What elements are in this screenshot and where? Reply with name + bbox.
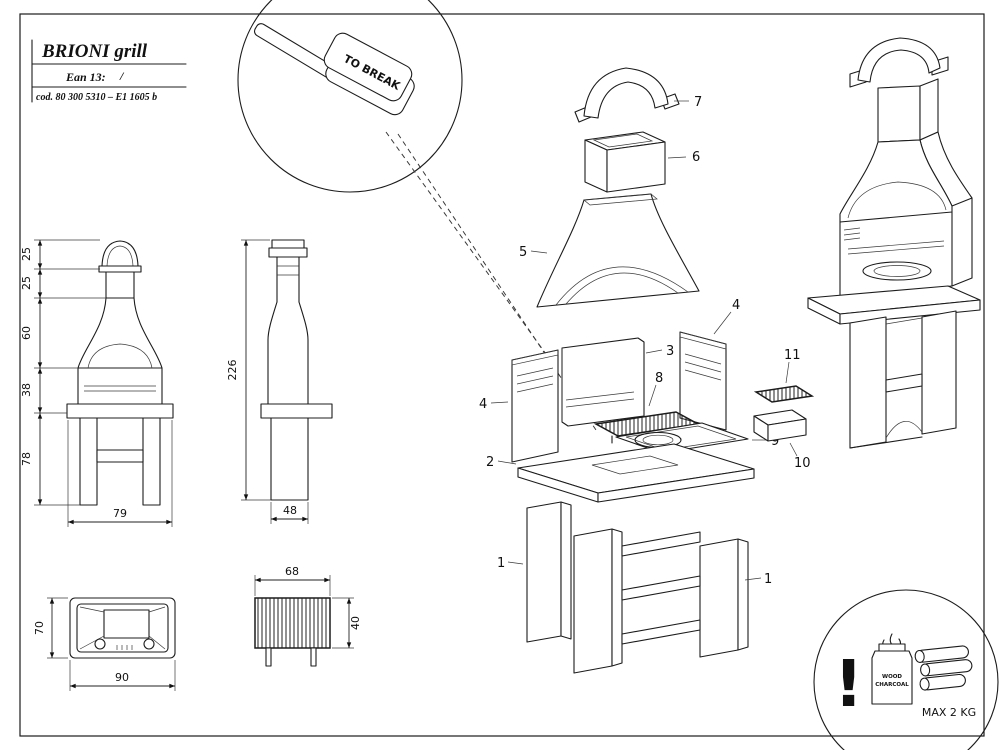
- dimension-label: 48: [283, 504, 297, 517]
- assembled-chimney: [877, 78, 939, 143]
- dimension-label: 90: [115, 671, 129, 684]
- leader-line-3: [645, 349, 663, 354]
- dimension-label: 70: [33, 621, 46, 635]
- part-1-base-frame: [573, 528, 749, 674]
- front-view-dimensions: 25 25 60 38 78 79: [20, 239, 173, 527]
- part-label-4-left: 4: [479, 397, 487, 412]
- part-label-1-right: 1: [764, 572, 772, 587]
- dimension-label: 25: [20, 276, 33, 290]
- hammer-head-top: [323, 32, 413, 102]
- dimension-label: 60: [20, 326, 33, 340]
- exploded-view: 7 6 5 3: [479, 67, 815, 674]
- hammer-icon: TO BREAK: [253, 23, 415, 116]
- leader-line-11: [785, 361, 790, 384]
- dimension-label: 38: [20, 383, 33, 397]
- grate-view: 68 40: [254, 565, 362, 667]
- dimension-label: 68: [285, 565, 299, 578]
- title-block: BRIONI grill Ean 13: / cod. 80 300 5310 …: [31, 39, 187, 103]
- sheet-border: [19, 13, 985, 737]
- grate-view-dimensions: 68 40: [254, 565, 362, 649]
- part-label-10: 10: [794, 456, 811, 471]
- side-view-dimensions: 226 48: [226, 239, 309, 524]
- part-label-1-left: 1: [497, 556, 505, 571]
- part-label-5: 5: [519, 245, 527, 260]
- leader-line-4-left: [490, 401, 509, 404]
- part-label-7: 7: [694, 95, 702, 110]
- assembled-view: [807, 37, 981, 449]
- leader-line-5: [530, 250, 548, 254]
- part-5-hood: [536, 193, 700, 308]
- assembled-hood: [839, 131, 973, 223]
- part-2-worktop-slab: [517, 443, 755, 503]
- bag-label-line1: WOOD: [882, 674, 902, 680]
- bowl-view-dimensions: 70 90: [33, 597, 176, 691]
- bag-label-line2: CHARCOAL: [875, 682, 909, 688]
- warning-bubble: ! WOOD CHARCOAL MAX 2 KG: [813, 589, 999, 750]
- part-6-chimney-box: [584, 131, 666, 193]
- assembled-cap: [849, 37, 949, 88]
- leader-line-2: [497, 460, 517, 465]
- part-label-6: 6: [692, 150, 700, 165]
- dimension-label: 40: [349, 616, 362, 630]
- part-11-small-grate: [753, 385, 815, 403]
- part-10-ash-box: [753, 409, 807, 442]
- part-label-2: 2: [486, 455, 494, 470]
- dimension-label: 25: [20, 247, 33, 261]
- part-1-left-leg-panel: [526, 501, 572, 643]
- leader-line-1-left: [507, 561, 524, 565]
- assembled-base: [849, 310, 957, 449]
- part-3-back-panel: [561, 337, 645, 427]
- max-load-label: MAX 2 KG: [922, 706, 976, 719]
- leader-line-1-right: [744, 577, 762, 581]
- ean-value: /: [119, 69, 125, 83]
- wood-logs-icon: [914, 645, 973, 691]
- dashed-leader-1: [385, 131, 557, 369]
- dimension-label: 226: [226, 360, 239, 381]
- product-title: BRIONI grill: [41, 41, 148, 62]
- leader-line-8: [648, 384, 657, 407]
- part-label-8: 8: [655, 371, 663, 386]
- detail-bubble: TO BREAK: [237, 0, 597, 431]
- part-label-11: 11: [784, 348, 801, 363]
- part-label-4-right: 4: [732, 298, 740, 313]
- exclamation-mark: !: [834, 648, 863, 722]
- part-4-left-side-panel: [511, 349, 559, 463]
- ean-label: Ean 13:: [65, 70, 106, 84]
- charcoal-bag-icon: WOOD CHARCOAL: [871, 633, 913, 705]
- leader-line-10: [789, 442, 798, 457]
- dimension-label: 79: [113, 507, 127, 520]
- product-code: cod. 80 300 5310 – E1 1605 b: [36, 92, 157, 103]
- part-label-9: 9: [771, 434, 779, 449]
- side-view: 226 48: [226, 239, 333, 524]
- bowl-top-view: 70 90: [33, 597, 176, 691]
- leader-line-4-right: [713, 311, 732, 335]
- dimension-label: 78: [20, 452, 33, 466]
- grate-hatched-body: [254, 597, 331, 649]
- part-4-right-side-panel: [679, 331, 727, 431]
- part-7-chimney-cap: [574, 67, 687, 159]
- front-view: 25 25 60 38 78 79: [20, 239, 174, 527]
- part-label-3: 3: [666, 344, 674, 359]
- assembled-worktop: [807, 285, 981, 325]
